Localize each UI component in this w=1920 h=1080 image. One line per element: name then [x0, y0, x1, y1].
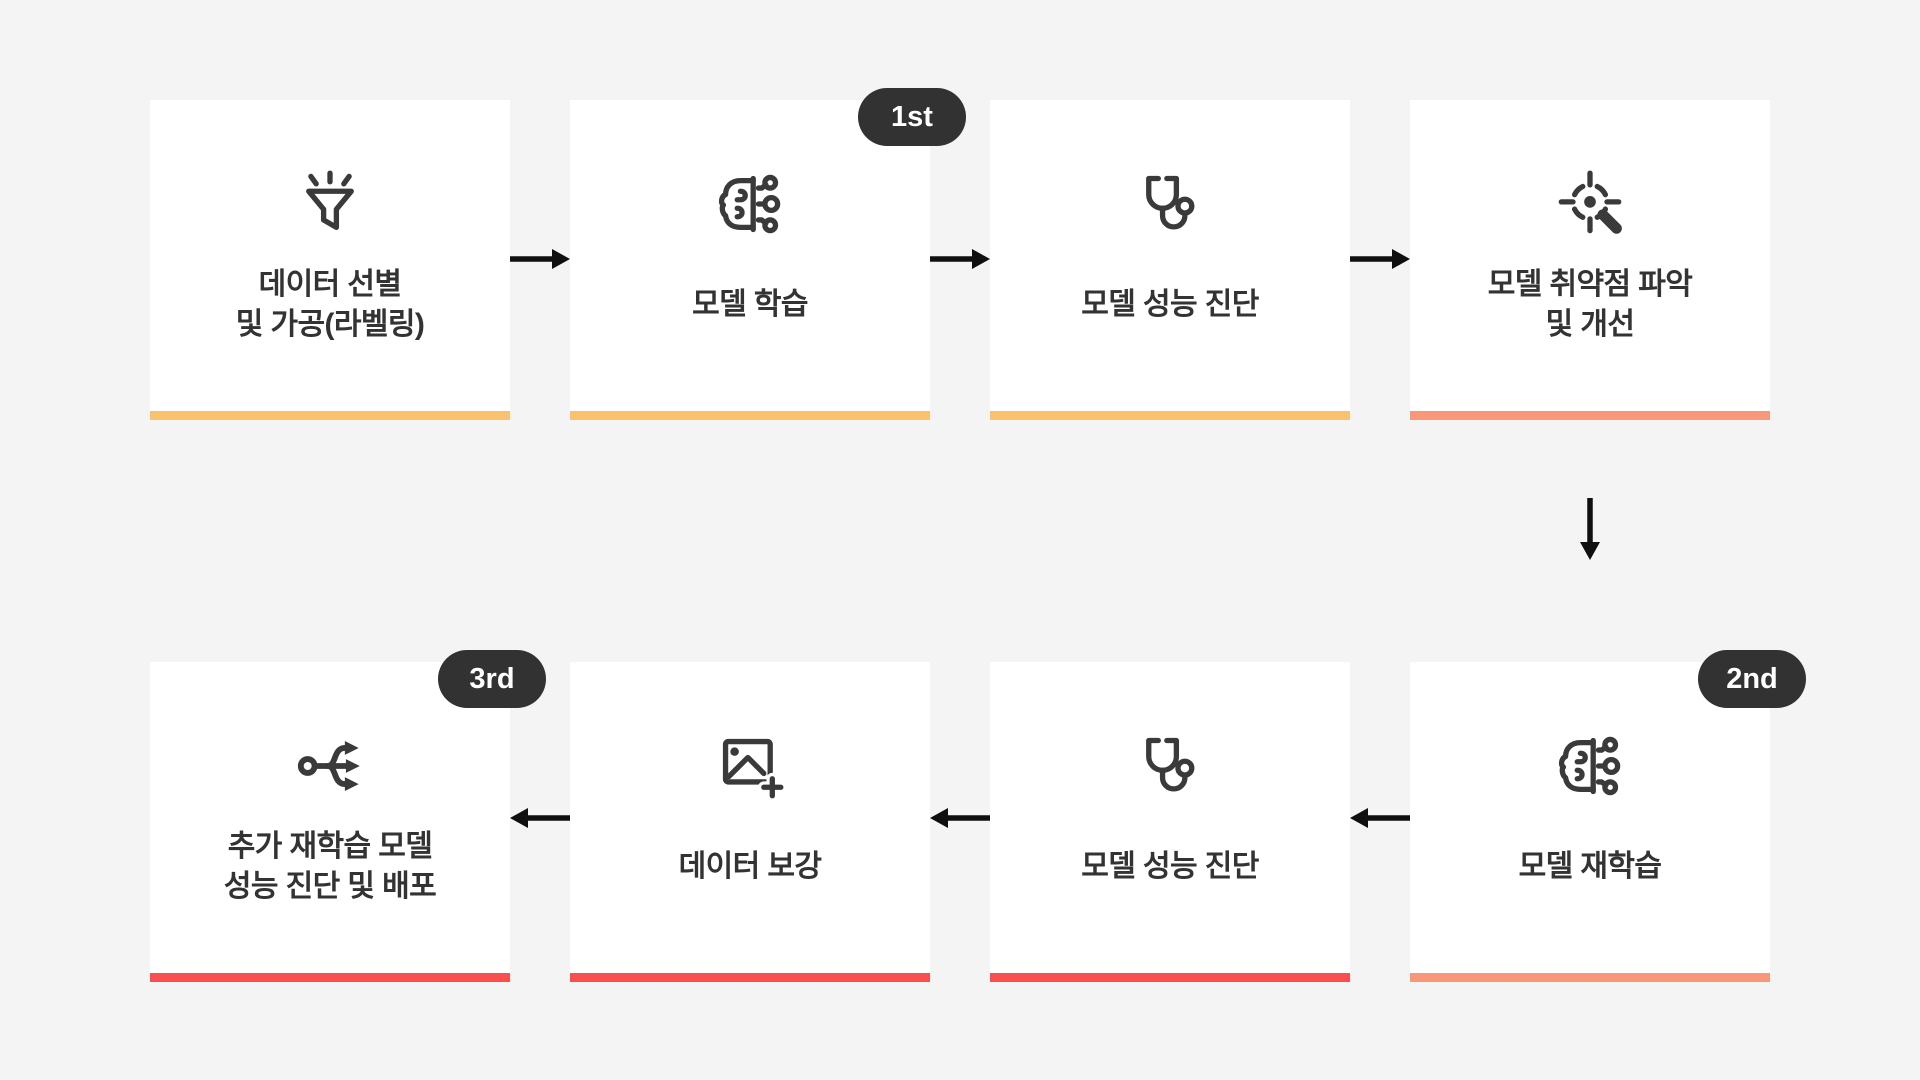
card-label-line2: 및 개선 [1545, 308, 1635, 341]
card-model-retraining: 2nd 모델 재학습 [1410, 650, 1806, 982]
card-label-line1: 모델 학습 [692, 288, 808, 321]
arrow-right-icon [930, 246, 990, 272]
target-search-icon [1410, 170, 1770, 238]
card-label: 모델 성능 진단 [990, 265, 1350, 345]
card-label-line1: 데이터 보강 [678, 850, 822, 883]
funnel-sparkle-icon [150, 170, 510, 238]
card-weakness-improvement: 모델 취약점 파악 및 개선 [1410, 100, 1770, 420]
card-label-line1: 모델 취약점 파악 [1487, 268, 1693, 301]
card-label: 모델 재학습 [1410, 827, 1770, 907]
ai-brain-circuit-icon [570, 170, 930, 238]
card-data-augmentation: 데이터 보강 [570, 662, 930, 982]
card-label-line2: 및 가공(라벨링) [235, 308, 425, 341]
card-accent-bar [990, 973, 1350, 982]
stethoscope-icon [990, 170, 1350, 238]
card-label: 모델 학습 [570, 265, 930, 345]
arrow-left-icon [930, 805, 990, 831]
card-label: 추가 재학습 모델 성능 진단 및 배포 [150, 827, 510, 907]
card-label: 데이터 보강 [570, 827, 930, 907]
arrow-right-icon [510, 246, 570, 272]
card-accent-bar [990, 411, 1350, 420]
card-accent-bar [150, 973, 510, 982]
card-accent-bar [1410, 411, 1770, 420]
card-label-line1: 추가 재학습 모델 [227, 830, 433, 863]
card-accent-bar [150, 411, 510, 420]
card-label-line1: 모델 성능 진단 [1081, 850, 1259, 883]
card-data-selection: 데이터 선별 및 가공(라벨링) [150, 100, 510, 420]
badge-1st: 1st [858, 88, 966, 146]
ai-brain-circuit-icon [1410, 732, 1770, 800]
arrow-left-icon [510, 805, 570, 831]
card-accent-bar [1410, 973, 1770, 982]
card-label: 모델 성능 진단 [990, 827, 1350, 907]
card-final-diagnosis-deployment: 3rd 추가 재학습 모델 성능 진단 및 배포 [150, 650, 546, 982]
card-label-line1: 모델 성능 진단 [1081, 288, 1259, 321]
card-label-line2: 성능 진단 및 배포 [223, 870, 437, 903]
badge-3rd: 3rd [438, 650, 546, 708]
card-label-line1: 모델 재학습 [1518, 850, 1662, 883]
split-arrows-icon [150, 732, 510, 800]
card-label: 데이터 선별 및 가공(라벨링) [150, 265, 510, 345]
card-label-line1: 데이터 선별 [258, 268, 402, 301]
arrow-left-icon [1350, 805, 1410, 831]
stethoscope-icon [990, 732, 1350, 800]
card-model-diagnosis-2: 모델 성능 진단 [990, 662, 1350, 982]
badge-2nd: 2nd [1698, 650, 1806, 708]
arrow-right-icon [1350, 246, 1410, 272]
card-model-training: 1st 모델 학습 [570, 88, 966, 420]
card-label: 모델 취약점 파악 및 개선 [1410, 265, 1770, 345]
card-accent-bar [570, 411, 930, 420]
image-plus-icon [570, 732, 930, 800]
card-model-diagnosis: 모델 성능 진단 [990, 100, 1350, 420]
card-accent-bar [570, 973, 930, 982]
arrow-down-icon [1577, 498, 1603, 560]
